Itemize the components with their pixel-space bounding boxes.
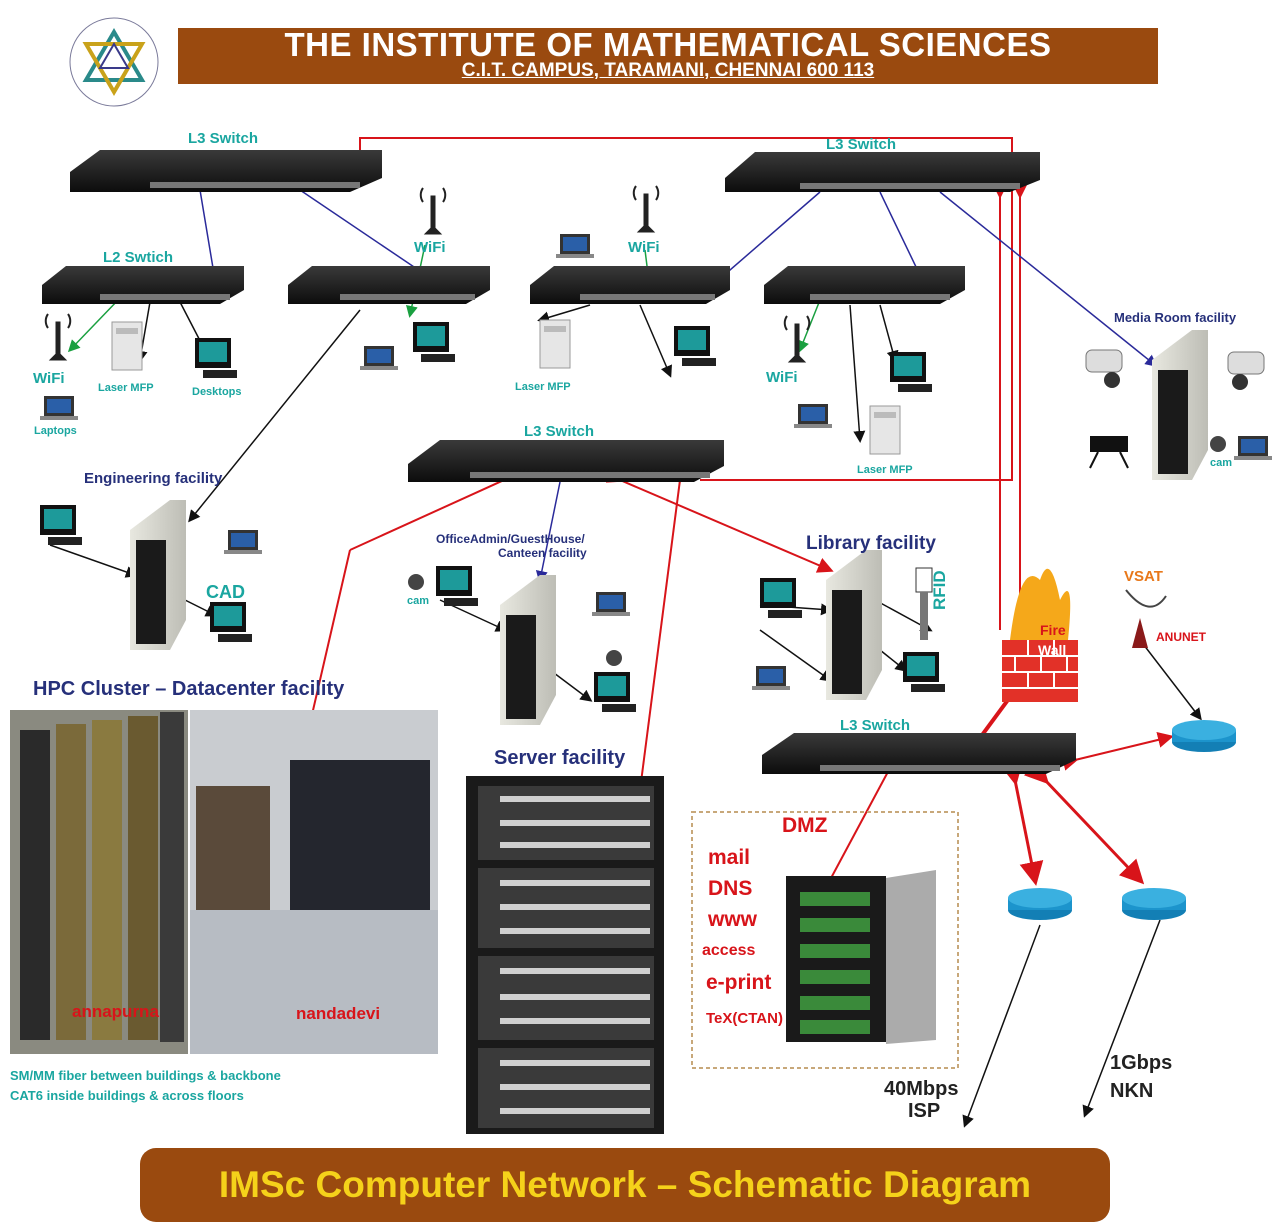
- anunet-label: ANUNET: [1156, 630, 1206, 644]
- firewall-label-line2: Wall: [1038, 642, 1067, 658]
- vsat-dish-icon: [1125, 589, 1167, 648]
- laser-mfp-label: Laser MFP: [515, 381, 571, 393]
- office-admin-label-line1: OfficeAdmin/GuestHouse/: [436, 532, 585, 546]
- diagram-title: IMSc Computer Network – Schematic Diagra…: [218, 1164, 1032, 1205]
- cluster-name-nandadevi: nandadevi: [296, 1004, 381, 1023]
- laser-mfp-label: Laser MFP: [98, 382, 154, 394]
- server-facility-label: Server facility: [494, 747, 626, 769]
- wifi-label: WiFi: [414, 239, 446, 256]
- firewall-label-line1: Fire: [1040, 622, 1066, 638]
- switch-l3-top-left: [70, 150, 382, 192]
- nkn-speed-label: 1Gbps: [1110, 1052, 1173, 1074]
- dmz-title: DMZ: [782, 814, 828, 837]
- desktops-label: Desktops: [192, 386, 242, 398]
- isp-label: ISP: [908, 1100, 941, 1122]
- camera-icon: [408, 349, 1265, 666]
- tower-server-icon: [130, 330, 1208, 725]
- desktop-icon: [40, 322, 945, 712]
- switch-l3-dmz: [762, 733, 1076, 774]
- switch-l3-center: [408, 440, 724, 482]
- nkn-label: NKN: [1110, 1080, 1154, 1102]
- wifi-label: WiFi: [766, 369, 798, 386]
- backbone-links: [289, 137, 1174, 886]
- dmz-service-mail: mail: [708, 846, 751, 869]
- l3-switch-label-dmz: L3 Switch: [840, 717, 911, 734]
- laser-mfp-label: Laser MFP: [857, 464, 913, 476]
- dmz-zone: [691, 811, 959, 1069]
- dmz-service-access: access: [702, 942, 756, 959]
- page-title: THE INSTITUTE OF MATHEMATICAL SCIENCES: [284, 26, 1052, 63]
- dmz-service-dns: DNS: [708, 877, 753, 900]
- hpc-cluster-label: HPC Cluster – Datacenter facility: [33, 678, 345, 700]
- router-icon: [1008, 720, 1236, 920]
- engineering-facility-label: Engineering facility: [84, 470, 223, 487]
- l2-switch-label: L2 Swtich: [103, 249, 174, 266]
- l3-switch-label-top-right: L3 Switch: [826, 136, 897, 153]
- switch-l3-top-right: [725, 152, 1040, 192]
- rfid-label: RFID: [930, 570, 949, 610]
- switch-l2-c: [530, 266, 730, 304]
- cam-label: cam: [1210, 457, 1233, 469]
- cam-label: cam: [407, 595, 430, 607]
- server-rack-photo: [466, 776, 664, 1134]
- media-room-facility-label: Media Room facility: [1114, 310, 1237, 325]
- office-admin-label-line2: Canteen facility: [498, 546, 587, 560]
- page-subtitle: C.I.T. CAMPUS, TARAMANI, CHENNAI 600 113: [461, 60, 875, 81]
- library-facility-label: Library facility: [806, 533, 936, 554]
- l3-switch-label-center: L3 Switch: [524, 423, 595, 440]
- cluster-name-annapurna: annapurna: [72, 1002, 159, 1021]
- laptops-label: Laptops: [34, 425, 77, 437]
- footer-banner: IMSc Computer Network – Schematic Diagra…: [140, 1148, 1110, 1222]
- l3-switch-label-top-left: L3 Switch: [188, 130, 259, 147]
- laptop-icon: [40, 234, 1272, 690]
- wifi-antenna-icon: [44, 185, 811, 363]
- dmz-service-tex: TeX(CTAN): [706, 1010, 783, 1027]
- dmz-service-eprint: e-print: [706, 971, 772, 994]
- institute-logo: [66, 14, 162, 110]
- switch-l2-b: [288, 266, 490, 304]
- wifi-label: WiFi: [628, 239, 660, 256]
- switch-l2-d: [764, 266, 965, 304]
- cabling-note-fiber: SM/MM fiber between buildings & backbone: [10, 1068, 281, 1083]
- dmz-service-www: www: [708, 908, 758, 931]
- header-banner: THE INSTITUTE OF MATHEMATICAL SCIENCES C…: [178, 28, 1158, 84]
- firewall-icon: [1002, 568, 1078, 702]
- hpc-datacenter-photo: [10, 710, 438, 1054]
- rfid-reader-icon: [915, 567, 933, 640]
- isp-speed-label: 40Mbps: [884, 1078, 959, 1100]
- vsat-label: VSAT: [1124, 568, 1163, 585]
- printer-icon: [111, 319, 901, 455]
- cad-label: CAD: [206, 582, 245, 602]
- cabling-note-cat6: CAT6 inside buildings & across floors: [10, 1088, 244, 1103]
- wifi-label: WiFi: [33, 370, 65, 387]
- switch-l2: [42, 266, 244, 304]
